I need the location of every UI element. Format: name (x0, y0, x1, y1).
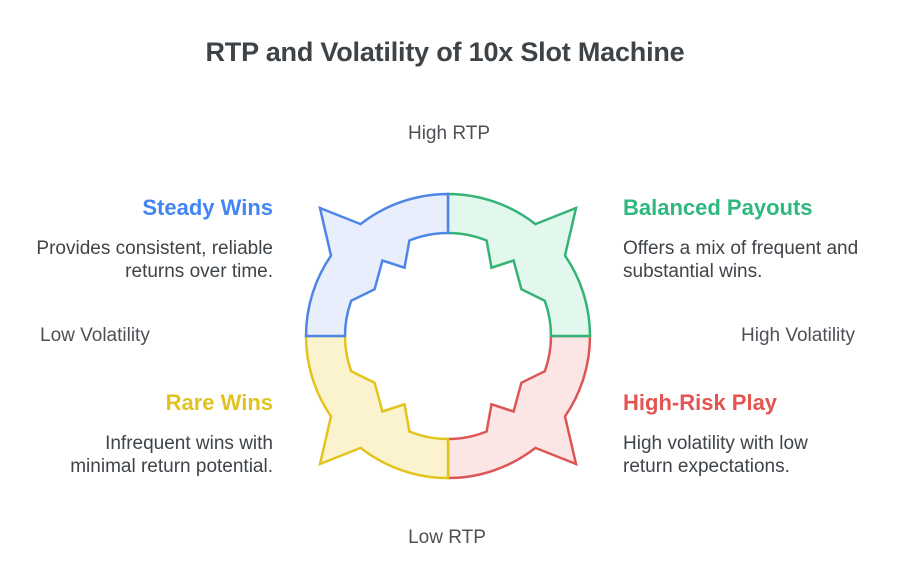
axis-label-high-volatility: High Volatility (741, 325, 856, 346)
description-line: returns over time. (125, 261, 273, 282)
quadrant-heading-rare-wins: Rare Wins (165, 390, 273, 415)
quadrant-block-balanced-payouts: Balanced Payouts Offers a mix of frequen… (623, 195, 885, 283)
page-title: RTP and Volatility of 10x Slot Machine (205, 37, 685, 67)
axis-label-high-rtp: High RTP (407, 123, 490, 144)
description-line: return expectations. (623, 456, 790, 477)
segment-rare-wins-arrow (304, 334, 450, 480)
quadrant-block-high-risk-play: High-Risk Play High volatility with low … (623, 390, 885, 478)
axis-label-low-volatility: Low Volatility (40, 325, 150, 346)
description-line: Provides consistent, reliable (36, 238, 273, 259)
quadrant-description-rare-wins: Infrequent wins with minimal return pote… (11, 432, 273, 478)
description-line: Offers a mix of frequent and (623, 238, 859, 259)
segment-steady-wins-arrow (304, 192, 450, 338)
description-line: substantial wins. (623, 261, 763, 282)
quadrant-heading-high-risk-play: High-Risk Play (623, 390, 778, 415)
segment-balanced-payouts-arrow (446, 192, 592, 338)
description-line: minimal return potential. (70, 456, 273, 477)
description-line: High volatility with low (623, 433, 808, 454)
description-line: Infrequent wins with (105, 433, 273, 454)
quadrant-block-rare-wins: Rare Wins Infrequent wins with minimal r… (11, 390, 273, 478)
segment-high-risk-arrow (446, 334, 592, 480)
quadrant-heading-balanced-payouts: Balanced Payouts (623, 195, 813, 220)
quadrant-description-steady-wins: Provides consistent, reliable returns ov… (11, 237, 273, 283)
cycle-arrows-diagram (304, 192, 592, 480)
quadrant-description-high-risk-play: High volatility with low return expectat… (623, 432, 885, 478)
quadrant-block-steady-wins: Steady Wins Provides consistent, reliabl… (11, 195, 273, 283)
axis-label-low-rtp: Low RTP (408, 527, 486, 548)
quadrant-heading-steady-wins: Steady Wins (142, 195, 273, 220)
quadrant-description-balanced-payouts: Offers a mix of frequent and substantial… (623, 237, 885, 283)
